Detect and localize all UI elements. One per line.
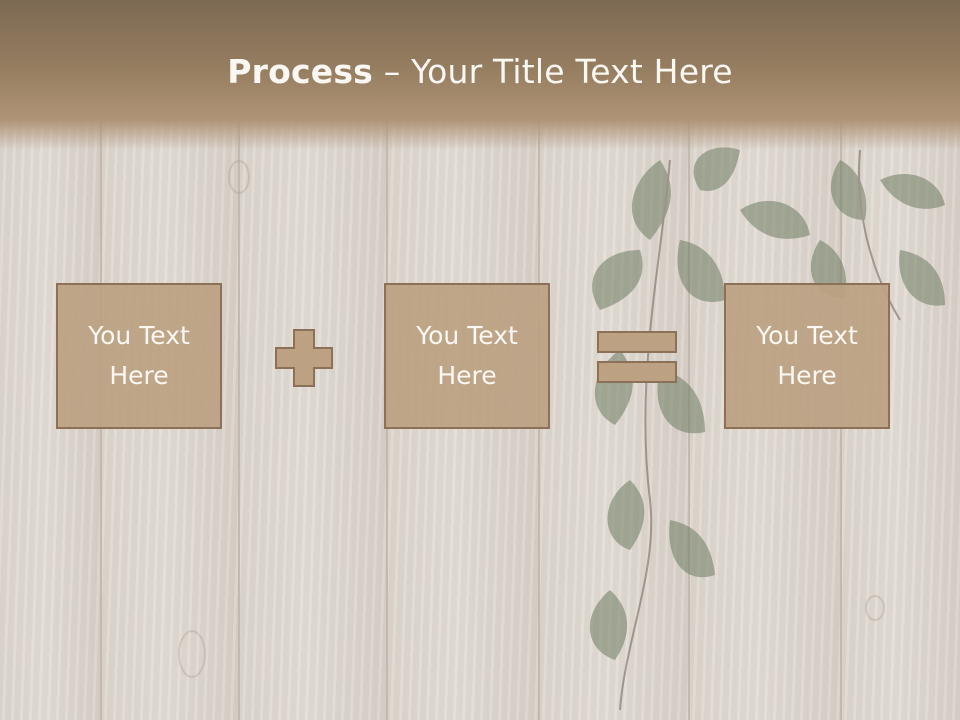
ivy-leaves-decoration [589, 147, 945, 711]
plus-icon [275, 329, 333, 387]
process-box-3[interactable]: You Text Here [724, 283, 890, 429]
slide-title[interactable]: Process – Your Title Text Here [0, 52, 960, 91]
wood-knot [228, 160, 250, 194]
process-box-2[interactable]: You Text Here [384, 283, 550, 429]
process-box-text: You Text Here [416, 321, 518, 390]
process-box-text: You Text Here [756, 321, 858, 390]
title-bar: Process – Your Title Text Here [0, 0, 960, 150]
title-bold-part: Process [227, 52, 374, 91]
wood-knot [178, 630, 206, 678]
equals-icon [597, 331, 677, 383]
wood-knot [865, 595, 885, 621]
title-rest-part: – Your Title Text Here [373, 52, 733, 91]
process-box-text: You Text Here [88, 321, 190, 390]
process-box-1[interactable]: You Text Here [56, 283, 222, 429]
